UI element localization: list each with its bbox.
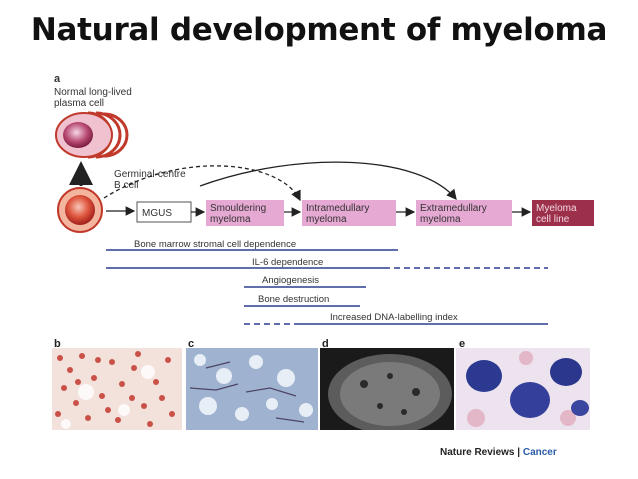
credit-journal: Nature Reviews <box>440 447 515 458</box>
panel-label-c: c <box>188 338 195 350</box>
myeloma-cell-smear-image <box>456 348 590 430</box>
curve-arrow-extramedullary <box>199 161 457 201</box>
feature-label-bone: Bone destruction <box>258 294 329 305</box>
panel-label-d: d <box>322 338 329 350</box>
stage-box-cell-line <box>532 200 594 226</box>
plasma-cell-label-2: plasma cell <box>54 98 104 109</box>
feature-label-dna: Increased DNA-labelling index <box>330 312 458 323</box>
feature-label-il6: IL-6 dependence <box>252 257 323 268</box>
panel-label-e: e <box>459 338 466 350</box>
stage-label-intramedullary-2: myeloma <box>306 214 347 225</box>
figure-credit: Nature Reviews | Cancer <box>440 447 557 458</box>
stage-label-cell-line-1: Myeloma <box>536 203 577 214</box>
plasma-cell-icon <box>55 111 129 159</box>
stage-label-intramedullary-1: Intramedullary <box>306 203 369 214</box>
bone-xray-image <box>320 348 454 430</box>
bone-marrow-histology-image <box>52 348 182 430</box>
slide-title: Natural development of myeloma <box>30 12 608 48</box>
feature-label-angiogenesis: Angiogenesis <box>262 275 319 286</box>
stage-label-mgus: MGUS <box>142 208 172 219</box>
stage-box-extramedullary <box>416 200 512 226</box>
stage-label-smouldering-1: Smouldering <box>210 203 266 214</box>
stage-label-extramedullary-1: Extramedullary <box>420 203 487 214</box>
stage-box-intramedullary <box>302 200 396 226</box>
credit-separator: | <box>514 447 523 458</box>
angiogenesis-histology-image <box>186 348 318 430</box>
feature-label-stromal: Bone marrow stromal cell dependence <box>134 239 296 250</box>
stage-box-smouldering <box>206 200 284 226</box>
stage-label-extramedullary-2: myeloma <box>420 214 461 225</box>
bcell-label-1: Germinal-centre <box>114 169 186 180</box>
panel-label-b: b <box>54 338 61 350</box>
stage-label-cell-line-2: cell line <box>536 214 570 225</box>
stage-label-smouldering-2: myeloma <box>210 214 251 225</box>
credit-section: Cancer <box>522 447 557 458</box>
plasma-cell-label-1: Normal long-lived <box>54 87 132 98</box>
panel-label-a: a <box>54 73 61 85</box>
bcell-label-2: B cell <box>114 180 138 191</box>
b-cell-icon <box>57 187 103 233</box>
